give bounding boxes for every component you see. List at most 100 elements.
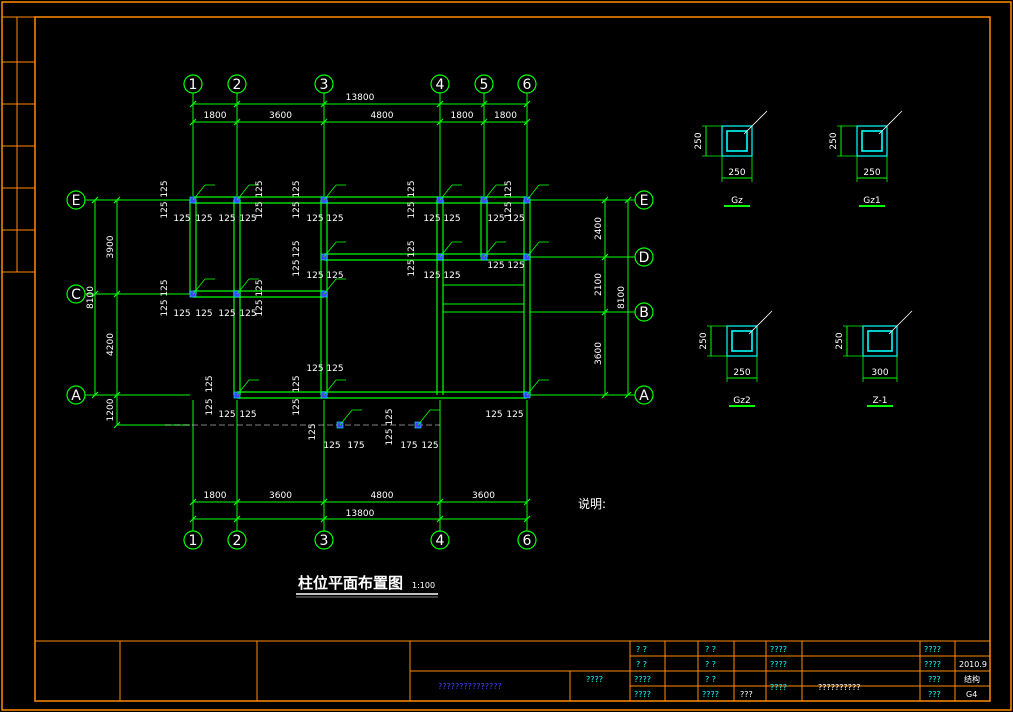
right-chain-tick-0 (601, 196, 609, 204)
dim-125-v-13: 125 (407, 259, 417, 276)
bottom-chain-tick-2 (320, 498, 328, 506)
grid-bottom-3-label: 3 (320, 533, 329, 549)
tb-q4-i: ???? (924, 660, 941, 669)
dim-125-h-3: 125 (239, 214, 256, 224)
dim-125-v-17: 125 (255, 299, 265, 316)
column-leader-1C (192, 278, 206, 295)
dim-125-v-19: 125 (205, 398, 215, 415)
top-chain-tick-4 (480, 118, 488, 126)
title-block (35, 640, 990, 701)
tb-project: ??????????????? (438, 682, 502, 691)
tb-q4-h: ???? (924, 645, 941, 654)
dim-125-step-a: 125 (323, 441, 340, 451)
detail-gz1-leader (878, 110, 903, 135)
tb-q3-a: ??? (740, 690, 753, 699)
bottom-total-tick-0 (189, 515, 197, 523)
dim-125-h-8: 125 (487, 214, 504, 224)
column-leader-5E (483, 184, 497, 201)
top-dim-3: 1800 (451, 111, 474, 121)
column-leader-3C (323, 278, 337, 295)
dim-125-h-5: 125 (326, 214, 343, 224)
right-chain-tick-2 (601, 308, 609, 316)
grid-left-C-label: C (71, 287, 81, 303)
left-total-tick-0 (91, 196, 99, 204)
detail-gz1-height: 250 (829, 132, 839, 149)
detail-gz-leader (743, 110, 768, 135)
grid-right-D-label: D (639, 250, 650, 266)
bottom-dim-1: 3600 (269, 491, 292, 501)
top-dim-0: 1800 (204, 111, 227, 121)
tb-q2-c: ? ? (705, 645, 716, 654)
right-dim-0: 2400 (594, 217, 604, 240)
grid-bottom-6-label: 6 (523, 533, 532, 549)
notes-label: 说明: (578, 496, 606, 511)
dim-125-v-16: 125 (255, 279, 265, 296)
dim-125-h-6: 125 (423, 214, 440, 224)
bottom-dim-2: 4800 (371, 491, 394, 501)
dim-125-v-5: 125 (292, 201, 302, 218)
left-dim-2: 1200 (106, 398, 116, 421)
top-total-tick-4 (480, 100, 488, 108)
grid-bottom-2-label: 2 (233, 533, 242, 549)
detail-z1-outline (862, 325, 898, 357)
drawing-scale: 1:100 (412, 581, 435, 590)
detail-z1-stirrup (867, 330, 893, 352)
detail-gz2-leader (748, 310, 773, 335)
tb-q4-f: ???? (770, 660, 787, 669)
column-leader-4D (439, 241, 453, 258)
dim-125-h2-5: 125 (326, 364, 343, 374)
left-dim-0: 3900 (106, 235, 116, 258)
detail-z1-width: 300 (871, 368, 888, 378)
detail-gz2-width: 250 (733, 368, 750, 378)
dim-125-v-1: 125 (160, 201, 170, 218)
detail-gz2-outline (726, 325, 758, 357)
left-total-dim-text: 8100 (86, 286, 96, 309)
drawing-title: 柱位平面布置图 (298, 574, 403, 592)
right-total-dim-text: 8100 (617, 286, 627, 309)
dim-125-v-4: 125 (292, 180, 302, 197)
tb-q2-d: ? ? (705, 660, 716, 669)
tb-sheet-no: G4 (966, 690, 977, 699)
top-total-tick-3 (436, 100, 444, 108)
grid-left-E-label: E (72, 193, 81, 209)
right-chain-tick-3 (601, 391, 609, 399)
top-chain-tick-0 (189, 118, 197, 126)
right-dim-1: 2100 (594, 273, 604, 296)
bottom-total-tick-3 (436, 515, 444, 523)
bottom-chain-tick-3 (436, 498, 444, 506)
dim-125-v-18: 125 (205, 375, 215, 392)
dim-125-h2-9: 125 (485, 410, 502, 420)
detail-z1-name: Z-1 (873, 396, 888, 406)
detail-gz-name: Gz (731, 196, 743, 206)
grid-top-6-label: 6 (523, 77, 532, 93)
column-leader-1E (192, 184, 206, 201)
dim-125-h2-6: 125 (218, 410, 235, 420)
left-total-tick-1 (91, 290, 99, 298)
bottom-total-dim-text: 13800 (346, 509, 375, 519)
grid-bottom-1-label: 1 (189, 533, 198, 549)
detail-z1-leader (888, 310, 913, 335)
top-total-tick-2 (320, 100, 328, 108)
detail-gz-height: 250 (694, 132, 704, 149)
top-total-tick-1 (233, 100, 241, 108)
dim-125-v-9: 125 (504, 201, 514, 218)
dim-125-step-b: 125 (421, 441, 438, 451)
bottom-total-tick-2 (320, 515, 328, 523)
column-leader-2C (236, 278, 250, 295)
column-leader-4E (439, 184, 453, 201)
top-dim-2: 4800 (371, 111, 394, 121)
column-leader-2E (236, 184, 250, 201)
dim-125-h-13: 125 (443, 271, 460, 281)
dim-125-h-14: 125 (306, 271, 323, 281)
detail-z1-height: 250 (835, 332, 845, 349)
column-leader-3D (323, 241, 337, 258)
tb-q3-c: ??? (928, 690, 941, 699)
tb-q4-g: ???? (770, 683, 787, 692)
right-total-tick-0 (624, 196, 632, 204)
dim-125-h2-7: 125 (239, 410, 256, 420)
grid-top-4-label: 4 (436, 77, 445, 93)
bottom-dim-3: 3600 (472, 491, 495, 501)
grid-top-5-label: 5 (480, 77, 489, 93)
grid-top-1-label: 1 (189, 77, 198, 93)
